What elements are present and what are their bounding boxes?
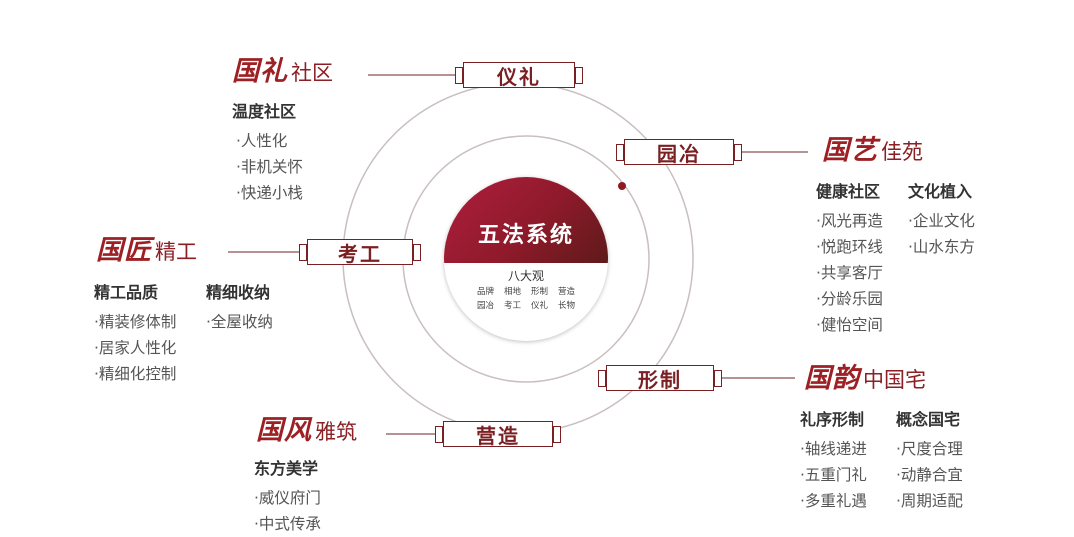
- list-item: ·人性化: [236, 132, 288, 150]
- list-item: ·风光再造: [816, 212, 883, 230]
- center-disc: 五法系统 八大观 品牌 相地 形制 营造 园冶 考工 仪礼 长物: [444, 177, 608, 341]
- list-item: ·非机关怀: [236, 158, 303, 176]
- heading-guofeng: 国风雅筑: [256, 417, 357, 444]
- center-title: 五法系统: [477, 223, 574, 248]
- guoyun-subtitle-2: 概念国宅: [896, 410, 961, 429]
- list-item: ·山水东方: [908, 238, 975, 256]
- list-item: ·共享客厅: [816, 264, 883, 282]
- list-item: ·精装修体制: [94, 313, 177, 331]
- list-item: ·动静合宜: [896, 466, 963, 484]
- list-item: ·分龄乐园: [816, 290, 883, 308]
- tag-kaogong: 考工: [299, 239, 421, 266]
- ring-dot: [618, 182, 626, 190]
- guojiang-block-col2: 精细收纳 ·全屋收纳: [206, 279, 273, 335]
- guofeng-subtitle: 东方美学: [254, 459, 319, 478]
- guoyun-subtitle-1: 礼序形制: [800, 410, 865, 429]
- tag-yili: 仪礼: [455, 62, 583, 89]
- list-item: ·周期适配: [896, 492, 963, 510]
- center-item: 营造: [557, 287, 575, 297]
- center-item: 考工: [503, 301, 521, 311]
- guojiang-subtitle-1: 精工品质: [94, 283, 159, 302]
- guojiang-subtitle-2: 精细收纳: [206, 283, 271, 302]
- center-item: 园冶: [476, 301, 494, 311]
- heading-guoli-calligraphy: 国礼: [232, 56, 288, 87]
- list-item: ·企业文化: [908, 212, 975, 230]
- heading-guoyun: 国韵中国宅: [804, 365, 926, 392]
- center-items: 品牌 相地 形制 营造 园冶 考工 仪礼 长物: [472, 285, 580, 311]
- heading-guojiang-calligraphy: 国匠: [96, 235, 152, 266]
- list-item: ·悦跑环线: [816, 238, 883, 256]
- heading-guoyi-text: 佳苑: [881, 140, 923, 164]
- center-item: 相地: [503, 287, 521, 297]
- tag-yuanye: 园冶: [616, 139, 742, 166]
- heading-guoyi: 国艺佳苑: [822, 137, 923, 164]
- list-item: ·尺度合理: [896, 440, 963, 458]
- tag-yingzao: 营造: [435, 421, 561, 448]
- list-item: ·轴线递进: [800, 440, 867, 458]
- heading-guojiang-text: 精工: [155, 240, 197, 264]
- guoyun-block-col2: 概念国宅 ·尺度合理 ·动静合宜 ·周期适配: [896, 406, 963, 514]
- list-item: ·五重门礼: [800, 466, 867, 484]
- center-item: 长物: [557, 301, 575, 311]
- center-subtitle: 八大观: [507, 269, 544, 283]
- guoli-subtitle: 温度社区: [232, 102, 297, 121]
- tag-xingzhi: 形制: [598, 365, 722, 392]
- heading-guoyun-text: 中国宅: [863, 368, 926, 392]
- heading-guoyi-calligraphy: 国艺: [822, 135, 878, 166]
- heading-guoli-text: 社区: [291, 61, 333, 85]
- guoyi-subtitle-2: 文化植入: [908, 182, 973, 201]
- list-item: ·精细化控制: [94, 365, 177, 383]
- heading-guofeng-text: 雅筑: [315, 420, 357, 444]
- list-item: ·健怡空间: [816, 316, 883, 334]
- guojiang-block-col1: 精工品质 ·精装修体制 ·居家人性化 ·精细化控制: [94, 279, 176, 387]
- center-disc-top: 五法系统: [444, 177, 608, 263]
- list-item: ·快递小栈: [236, 184, 303, 202]
- guoyun-block-col1: 礼序形制 ·轴线递进 ·五重门礼 ·多重礼遇: [800, 406, 867, 514]
- list-item: ·威仪府门: [254, 489, 321, 507]
- center-item: 仪礼: [530, 301, 548, 311]
- list-item: ·居家人性化: [94, 339, 177, 357]
- guoyi-block-col1: 健康社区 ·风光再造 ·悦跑环线 ·共享客厅 ·分龄乐园 ·健怡空间: [816, 178, 883, 338]
- guoyi-subtitle-1: 健康社区: [816, 182, 881, 201]
- heading-guojiang: 国匠精工: [96, 237, 197, 264]
- list-item: ·中式传承: [254, 515, 321, 533]
- center-item: 形制: [530, 287, 548, 297]
- list-item: ·全屋收纳: [206, 313, 273, 331]
- center-item: 品牌: [476, 287, 494, 297]
- heading-guofeng-calligraphy: 国风: [256, 415, 312, 446]
- guofeng-block: 东方美学 ·威仪府门 ·中式传承: [254, 455, 321, 537]
- heading-guoli: 国礼社区: [232, 58, 333, 85]
- list-item: ·多重礼遇: [800, 492, 867, 510]
- heading-guoyun-calligraphy: 国韵: [804, 363, 860, 394]
- guoli-block: 温度社区 ·人性化 ·非机关怀 ·快递小栈: [232, 98, 303, 206]
- guoyi-block-col2: 文化植入 ·企业文化 ·山水东方: [908, 178, 975, 260]
